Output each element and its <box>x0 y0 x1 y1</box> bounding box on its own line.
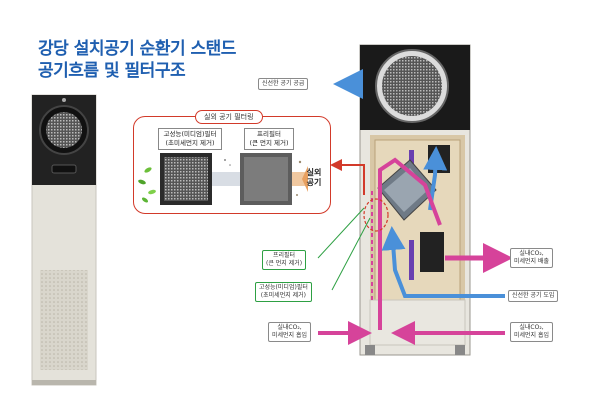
unit-cutaway <box>359 44 471 356</box>
fresh-air-supply-label: 신선한 공기 공급 <box>258 78 309 90</box>
filter-panel-graphics <box>138 153 308 205</box>
indoor-exhaust-label: 실내CO₂, 미세먼지 배출 <box>510 248 554 268</box>
indoor-intake-left-label: 실내CO₂, 미세먼지 흡입 <box>268 322 312 342</box>
page-title: 강당 설치공기 순환기 스탠드 <box>38 39 236 59</box>
indoor-intake-right-label: 실내CO₂, 미세먼지 흡입 <box>510 322 554 342</box>
outdoor-air-label: 실외 공기 <box>306 168 322 187</box>
fresh-air-intake-label: 신선한 공기 도입 <box>508 290 559 302</box>
outdoor-filtering-title: 실외 공기 필터링 <box>195 110 263 124</box>
page-subtitle: 공기흐름 및 필터구조 <box>38 61 186 81</box>
panel-high-filter-label: 고성능(미디엄)필터 (초미세먼지 제거) <box>158 128 222 150</box>
high-filter-label: 고성능(미디엄)필터 (초미세먼지 제거) <box>255 282 312 302</box>
panel-pre-filter-label: 프리필터 (큰 먼지 제거) <box>244 128 294 150</box>
unit-product-photo <box>31 94 97 386</box>
pre-filter-label: 프리필터 (큰 먼지 제거) <box>262 250 307 270</box>
